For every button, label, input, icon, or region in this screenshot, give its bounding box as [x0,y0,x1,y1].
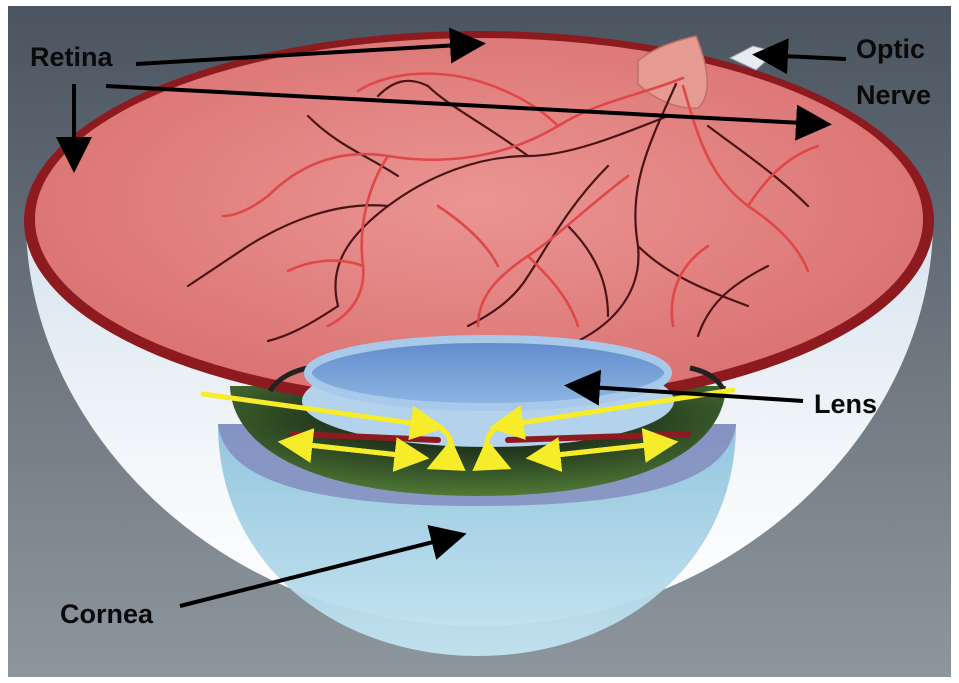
retina-label: Retina [30,41,113,73]
lens [308,339,668,407]
optic-nerve-label-line1: Optic [856,33,925,65]
optic-nerve-label-line2: Nerve [856,79,931,111]
lens-label: Lens [814,388,877,420]
eye-diagram: Retina Optic Nerve Lens Cornea [8,6,951,677]
cornea-label: Cornea [60,598,153,630]
eye-illustration [8,6,951,677]
